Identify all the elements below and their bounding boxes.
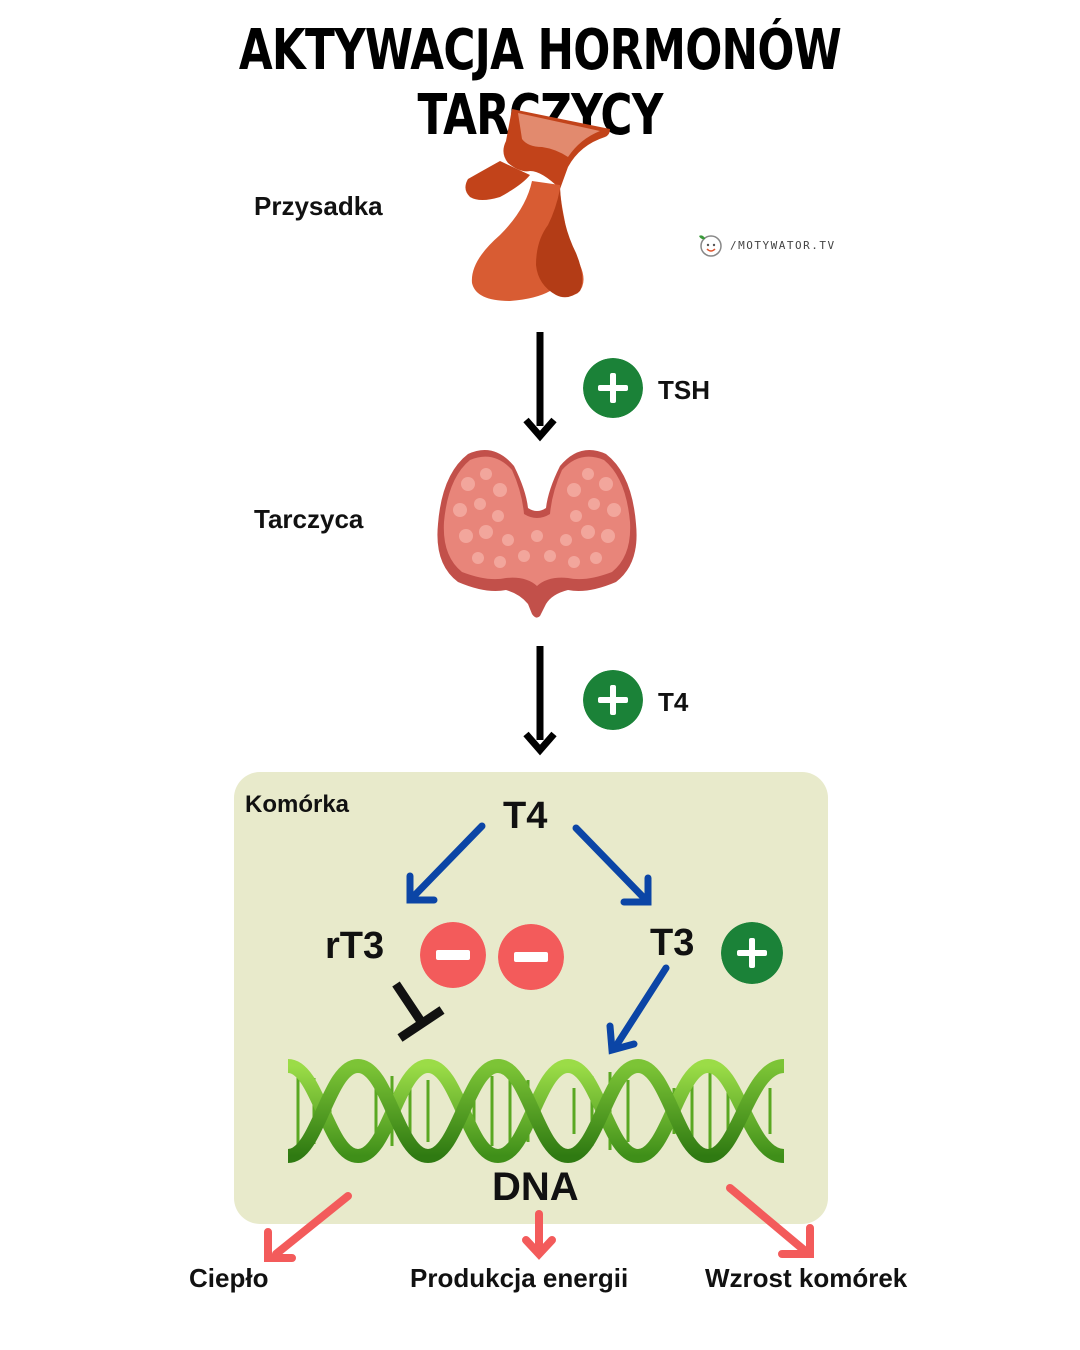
outcome-heat: Ciepło xyxy=(189,1263,269,1293)
thyroid-gland-icon xyxy=(437,450,637,618)
minus-badge-1 xyxy=(420,922,486,988)
inhibition-bar xyxy=(392,981,445,1042)
tsh-label: TSH xyxy=(658,375,710,405)
cell-label: Komórka xyxy=(245,791,350,818)
plus-badge-tsh xyxy=(583,358,643,418)
watermark-text: /MOTYWATOR.TV xyxy=(730,238,836,252)
outcome-arrows xyxy=(264,1184,814,1262)
plus-badge-t3 xyxy=(721,922,783,984)
arrow-t4-to-rt3 xyxy=(406,822,486,904)
arrow-to-energy xyxy=(522,1210,556,1260)
arrow-t3-to-dna xyxy=(606,964,670,1055)
minus-badge-2 xyxy=(498,924,564,990)
t3-node: T3 xyxy=(650,922,695,964)
outcome-energy: Produkcja energii xyxy=(410,1263,629,1293)
dna-helix-icon xyxy=(288,1058,784,1164)
smiley-leaf-icon xyxy=(699,235,722,257)
watermark: /MOTYWATOR.TV xyxy=(696,232,836,258)
outcome-growth: Wzrost komórek xyxy=(705,1263,908,1293)
arrow-t4-to-t3 xyxy=(572,824,652,906)
arrow-to-heat xyxy=(264,1192,352,1262)
rt3-node: rT3 xyxy=(325,925,385,967)
t4-signal-label: T4 xyxy=(658,687,689,717)
arrow-down-t4 xyxy=(523,646,557,756)
arrow-down-tsh xyxy=(523,332,557,442)
thyroid-label: Tarczyca xyxy=(254,504,364,534)
cell-arrows xyxy=(392,822,670,1055)
t4-node: T4 xyxy=(503,795,548,837)
dna-label: DNA xyxy=(492,1165,579,1209)
pituitary-label: Przysadka xyxy=(254,191,383,221)
pituitary-gland-icon xyxy=(465,109,610,301)
arrow-to-growth xyxy=(726,1184,814,1258)
plus-badge-t4 xyxy=(583,670,643,730)
